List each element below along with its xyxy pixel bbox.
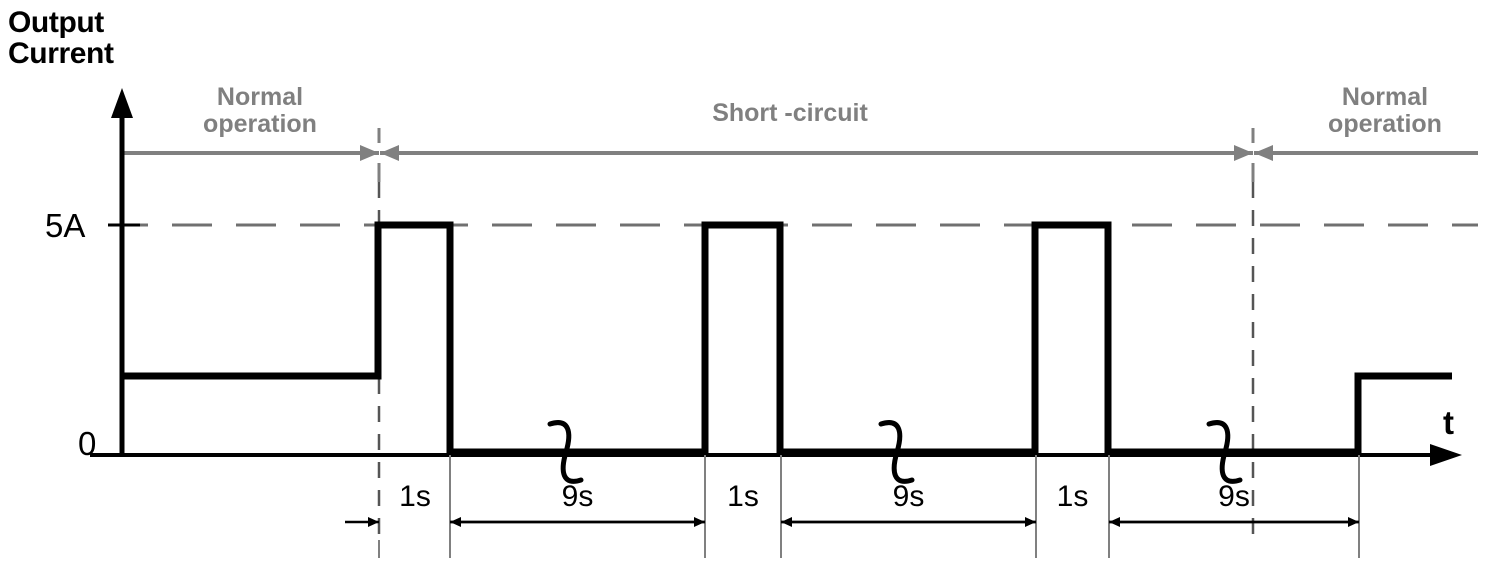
y-tick-label-0: 0 [78,425,97,462]
x-axis-arrowhead [1430,444,1462,466]
y-tick-label-5a: 5A [45,207,86,244]
segment-label-3: 1s [727,480,759,513]
phase-label-short-circuit-line1: Short -circuit [712,99,868,127]
output-current-waveform [122,221,1452,456]
phase-label-normal-right-line2: operation [1328,110,1442,138]
segment-label-2: 9s [561,480,594,513]
segment-label-6: 9s [1218,480,1250,513]
y-axis-arrowhead [111,88,133,118]
axis-break-symbol-2 [878,420,915,484]
segment-label-1: 1s [399,480,431,513]
axis-break-symbols [547,420,1243,484]
segment-label-5: 1s [1056,480,1089,513]
axis-break-symbol-3 [1206,420,1243,484]
x-axis-label-t: t [1443,404,1454,441]
page-title-line2: Current [8,36,114,70]
phase-label-short-circuit: Short -circuit [570,100,1010,127]
phase-label-normal-right-line1: Normal [1341,83,1429,111]
axis-break-symbol-1 [547,420,584,484]
phase-label-normal-left-line2: operation [203,110,317,138]
segment-guide-lines [378,225,1360,558]
axis-group [90,88,1462,466]
phase-label-normal-left-line1: Normal [216,83,304,111]
page-title-line1: Output [8,6,104,39]
dimension-lines-group [345,455,1360,558]
phase-annotation-group [122,128,1478,182]
segment-label-4: 9s [892,480,925,513]
